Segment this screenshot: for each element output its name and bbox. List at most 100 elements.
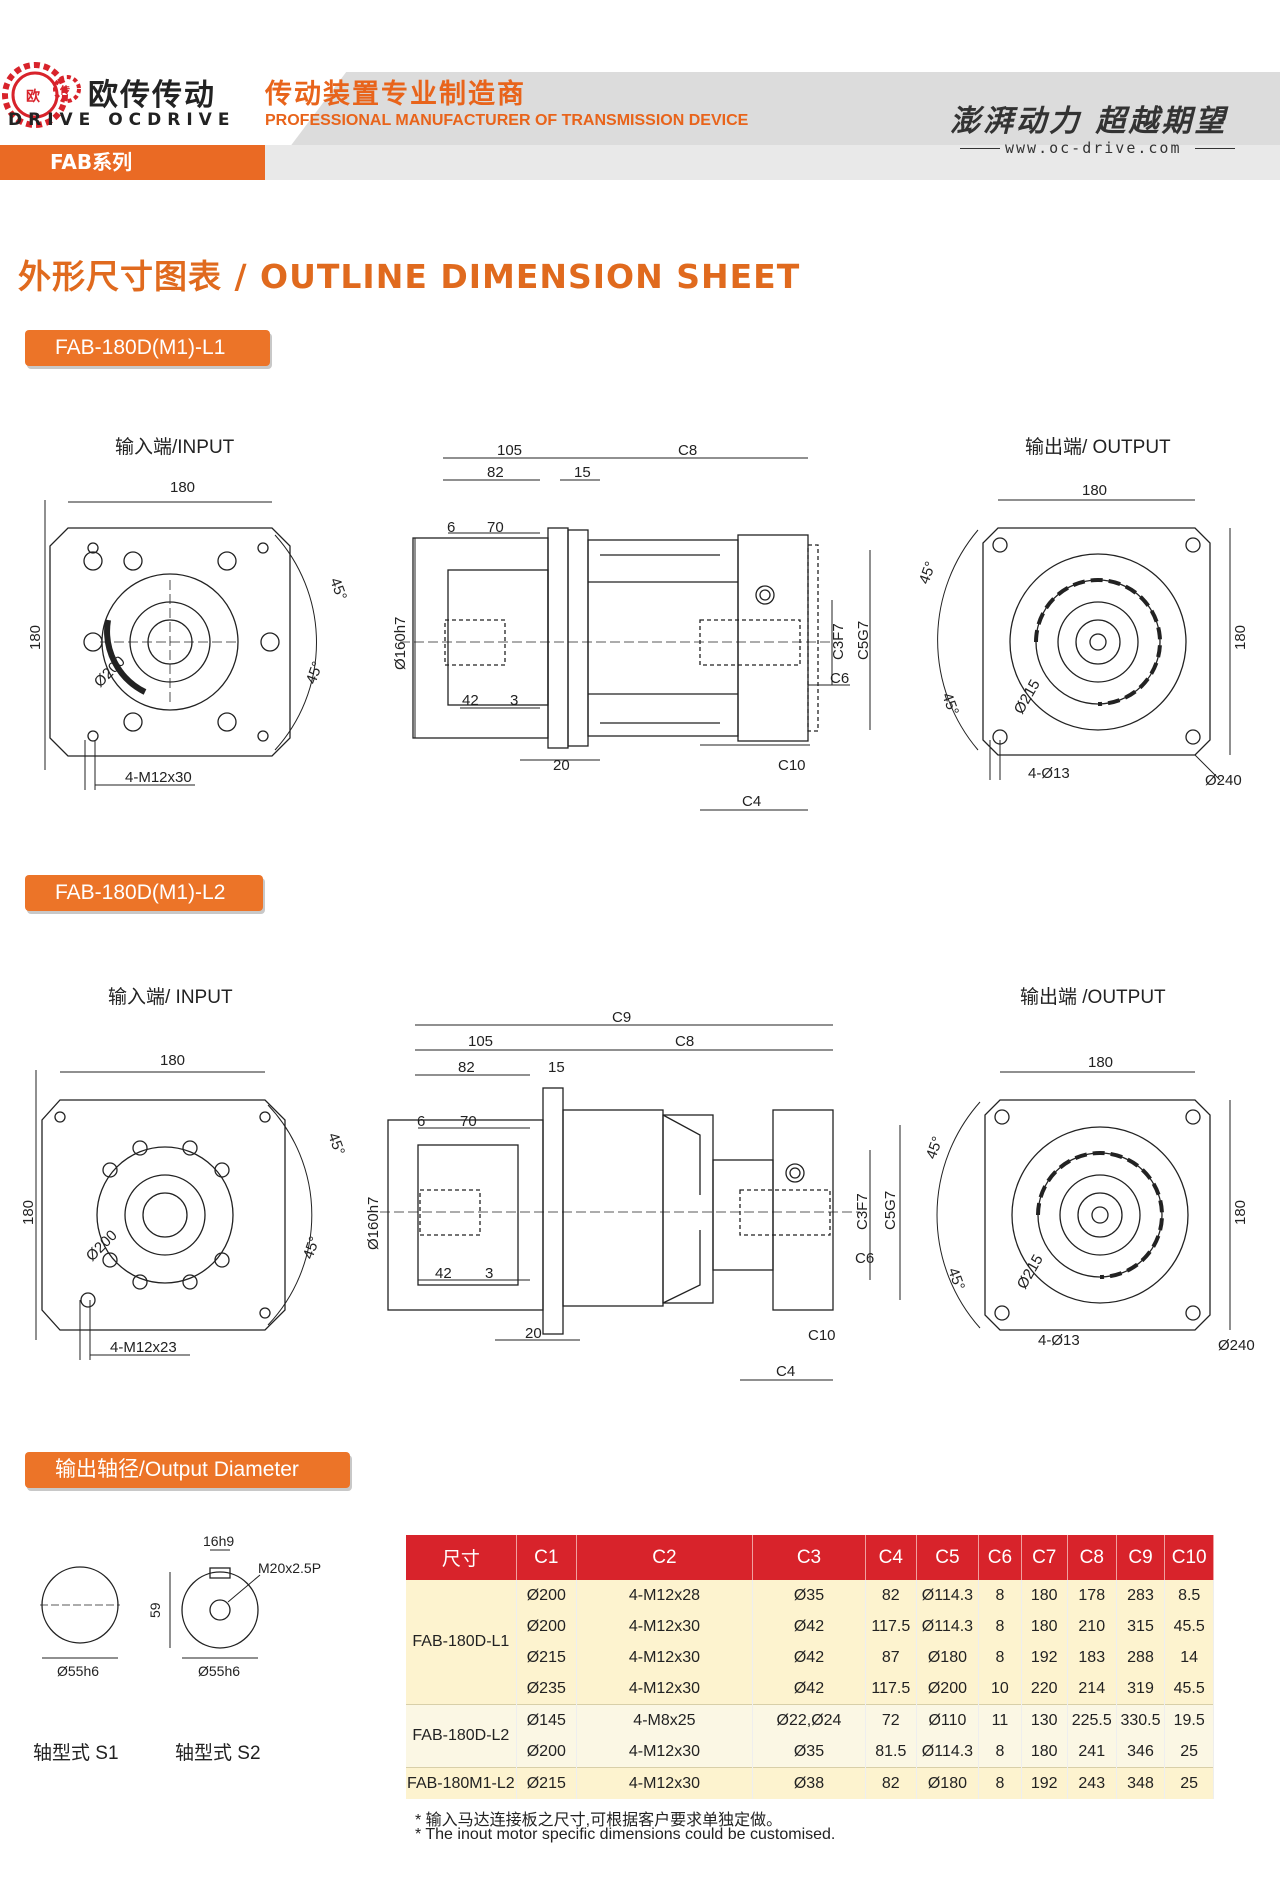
l1-dim-3: 3: [510, 692, 518, 709]
table-cell: 4-M12x30: [576, 1767, 753, 1799]
l2-dim-out-215: Ø215: [1014, 1252, 1047, 1292]
table-cell: 117.5: [865, 1611, 917, 1642]
table-cell: 192: [1021, 1642, 1068, 1673]
l1-dim-out-240: Ø240: [1205, 772, 1242, 789]
l2-dim-d160: Ø160h7: [365, 1197, 382, 1250]
l2-dim-w180: 180: [160, 1052, 185, 1069]
model-cell: FAB-180D-L1: [406, 1580, 517, 1705]
col-header: 尺寸: [406, 1535, 517, 1580]
table-cell: 11: [978, 1704, 1022, 1736]
table-cell: 8: [978, 1642, 1022, 1673]
l1-dim-d160: Ø160h7: [392, 617, 409, 670]
table-cell: 81.5: [865, 1736, 917, 1768]
l1-dim-out-h180: 180: [1232, 625, 1249, 650]
table-cell: Ø200: [516, 1580, 577, 1611]
col-header: C9: [1116, 1535, 1166, 1580]
table-cell: Ø215: [516, 1642, 577, 1673]
l1-dim-c5: C5G7: [855, 621, 872, 660]
l2-dim-6: 6: [417, 1113, 425, 1130]
logo-char-a: 欧: [26, 88, 40, 104]
table-cell: 4-M12x30: [576, 1736, 753, 1768]
l1-dim-45b: 45°: [303, 659, 327, 686]
drawing-l2: 180 180 45° 45° Ø200 4-M12x23 C9 105 C8 …: [20, 1010, 1255, 1381]
table-cell: 8: [978, 1611, 1022, 1642]
table-cell: 8: [978, 1767, 1022, 1799]
table-cell: 243: [1067, 1767, 1117, 1799]
col-header: C2: [576, 1535, 753, 1580]
l2-dim-45b: 45°: [300, 1234, 324, 1261]
table-cell: Ø145: [516, 1704, 577, 1736]
l1-dim-15: 15: [574, 464, 591, 481]
col-header: C10: [1164, 1535, 1214, 1580]
l1-dim-out-w180: 180: [1082, 482, 1107, 499]
table-cell: 220: [1021, 1673, 1068, 1705]
l2-dim-bolt: 4-M12x23: [110, 1339, 177, 1356]
slogan: 澎湃动力 超越期望: [950, 104, 1228, 139]
table-cell: 180: [1021, 1736, 1068, 1768]
l1-dim-42: 42: [462, 692, 479, 709]
l1-dim-82: 82: [487, 464, 504, 481]
table-cell: 82: [865, 1580, 917, 1611]
table-cell: Ø200: [916, 1673, 980, 1705]
brand-name-en: DRIVE OCDRIVE: [8, 110, 236, 130]
tagline-cn: 传动装置专业制造商: [265, 79, 526, 110]
l1-dim-w180: 180: [170, 479, 195, 496]
l1-dim-20: 20: [553, 757, 570, 774]
input-flange-outline: [49, 527, 291, 757]
col-header: C4: [865, 1535, 917, 1580]
l1-dim-c4: C4: [742, 793, 761, 810]
l2-dim-out-45a: 45°: [923, 1134, 947, 1161]
table-cell: 346: [1116, 1736, 1166, 1768]
table-cell: Ø114.3: [916, 1580, 980, 1611]
l1-dim-out-215: Ø215: [1011, 677, 1044, 717]
table-cell: 25: [1164, 1767, 1214, 1799]
col-header: C6: [978, 1535, 1022, 1580]
dimension-table: 尺寸 C1 C2 C3 C4 C5 C6 C7 C8 C9 C10 FAB-18…: [406, 1535, 1214, 1799]
table-cell: 117.5: [865, 1673, 917, 1705]
table-header-row: 尺寸 C1 C2 C3 C4 C5 C6 C7 C8 C9 C10: [406, 1535, 1214, 1580]
l2-dim-45a: 45°: [324, 1131, 348, 1158]
table-cell: 4-M12x30: [576, 1611, 753, 1642]
table-cell: 25: [1164, 1736, 1214, 1768]
table-cell: 72: [865, 1704, 917, 1736]
table-cell: 192: [1021, 1767, 1068, 1799]
table-cell: 178: [1067, 1580, 1117, 1611]
l1-dim-out-hole: 4-Ø13: [1028, 765, 1070, 782]
website: www.oc-drive.com: [1005, 139, 1182, 157]
note-cn: * 输入马达连接板之尺寸,可根据客户要求单独定做。: [415, 1812, 783, 1829]
table-cell: 330.5: [1116, 1704, 1166, 1736]
l1-dim-out-45b: 45°: [938, 691, 962, 718]
table-cell: Ø114.3: [916, 1611, 980, 1642]
l1-dim-c8: C8: [678, 442, 697, 459]
table-cell: 241: [1067, 1736, 1117, 1768]
table-cell: 288: [1116, 1642, 1166, 1673]
table-cell: Ø42: [752, 1642, 867, 1673]
note-en: * The inout motor specific dimensions co…: [415, 1826, 836, 1843]
l2-dim-c4: C4: [776, 1363, 795, 1380]
l2-dim-out-240: Ø240: [1218, 1337, 1255, 1354]
s1-dia: Ø55h6: [57, 1663, 99, 1679]
l2-dim-h180: 180: [20, 1200, 37, 1225]
model-tag-l1: FAB-180D(M1)-L1: [25, 330, 270, 366]
table-cell: Ø200: [516, 1736, 577, 1768]
l1-dim-105: 105: [497, 442, 522, 459]
table-cell: 4-M8x25: [576, 1704, 753, 1736]
brand-name-cn: 欧传传动: [88, 78, 216, 113]
l2-dim-out-w180: 180: [1088, 1054, 1113, 1071]
table-cell: Ø215: [516, 1767, 577, 1799]
col-header: C3: [752, 1535, 867, 1580]
col-header: C1: [516, 1535, 577, 1580]
table-cell: 8: [978, 1736, 1022, 1768]
l2-dim-70: 70: [460, 1113, 477, 1130]
table-cell: Ø38: [752, 1767, 867, 1799]
l1-dim-h180: 180: [27, 625, 44, 650]
l2-dim-out-45b: 45°: [944, 1266, 968, 1293]
drawing-l1: 180 180 45° 45° Ø200 4-M12x30 C9 105 C8 …: [27, 442, 1249, 811]
page-title: 外形尺寸图表 / OUTLINE DIMENSION SHEET: [18, 257, 801, 296]
l2-dim-c6: C6: [855, 1250, 874, 1267]
model-cell: FAB-180D-L2: [406, 1704, 517, 1768]
s2-dia: Ø55h6: [198, 1663, 240, 1679]
